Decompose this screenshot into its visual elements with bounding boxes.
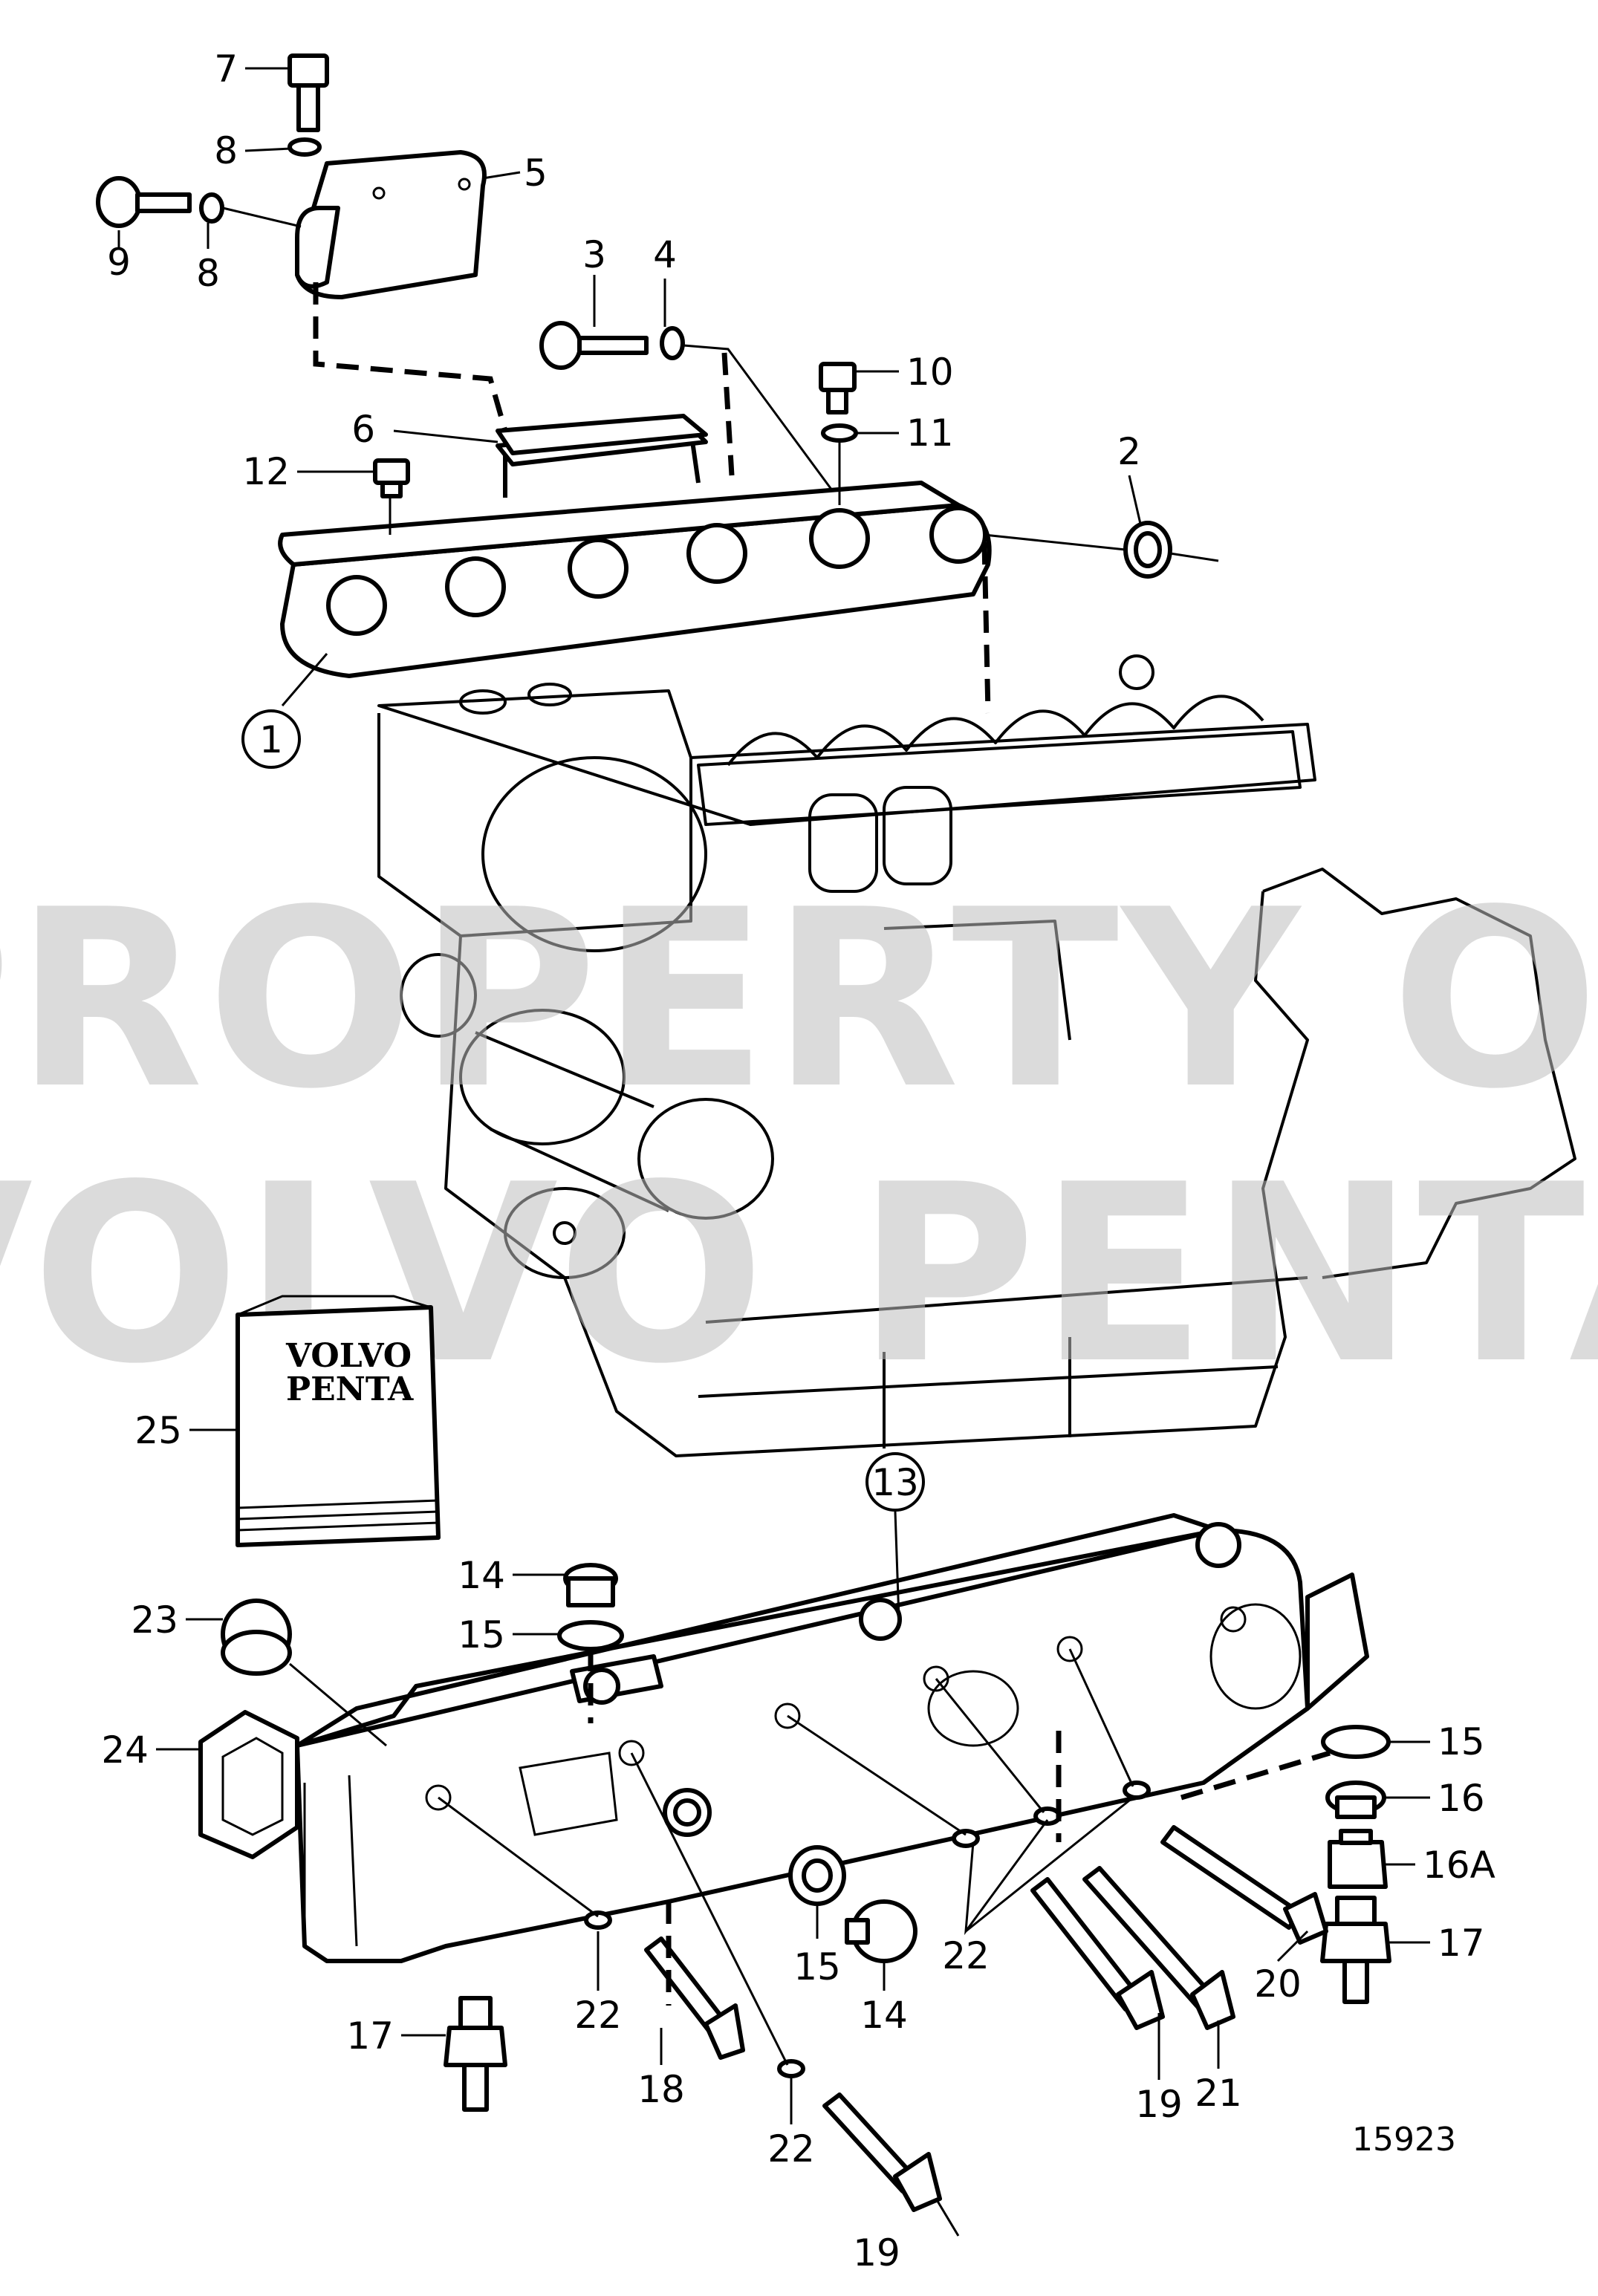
gasket-6 xyxy=(496,414,708,455)
callout-2: 2 xyxy=(1117,430,1141,473)
valve-17-left xyxy=(444,1996,507,2112)
exhaust-manifold-lower xyxy=(295,1513,1369,1963)
washer-8-lower xyxy=(199,192,224,224)
screw-9 xyxy=(96,176,192,228)
lock-washers-22 xyxy=(584,1780,1151,2078)
callout-3: 3 xyxy=(582,233,606,276)
callout-9: 9 xyxy=(107,241,131,284)
gasket-24 xyxy=(198,1710,299,1859)
callout-labels: 1 2 3 4 5 6 7 8 8 9 10 11 12 13 14 14 15… xyxy=(101,48,1495,2274)
manual-brand-line-2: PENTA xyxy=(286,1370,414,1408)
plug-14-top xyxy=(563,1563,618,1607)
callout-18: 18 xyxy=(637,2068,685,2111)
bolt-19-middle xyxy=(1030,1877,1165,2030)
callout-25: 25 xyxy=(134,1409,182,1452)
callout-13-circle xyxy=(865,1452,925,1512)
plug-14-lower xyxy=(845,1899,917,1963)
sealing-ring-23 xyxy=(221,1599,292,1676)
callout-22-left: 22 xyxy=(574,1994,622,2037)
washer-15-top xyxy=(557,1620,624,1651)
callout-19-lower: 19 xyxy=(853,2231,900,2274)
callout-24: 24 xyxy=(101,1728,149,1772)
callout-14-top: 14 xyxy=(458,1554,505,1597)
callout-12: 12 xyxy=(242,450,290,493)
callout-15-lower: 15 xyxy=(793,1945,841,1988)
watermark: PROPERTY OF VOLVO PENTA xyxy=(0,857,1598,1417)
callout-16: 16 xyxy=(1438,1777,1485,1820)
callout-15-right: 15 xyxy=(1438,1720,1485,1763)
drawing-number: 15923 xyxy=(1352,2121,1456,2159)
washer-11 xyxy=(821,423,858,443)
callout-22-middle: 22 xyxy=(942,1934,990,1977)
washer-15-lower xyxy=(788,1845,846,1906)
bolt-20 xyxy=(1160,1825,1328,1945)
callout-17-right: 17 xyxy=(1438,1922,1485,1965)
bolt-21 xyxy=(1082,1866,1235,2030)
assembly-dash-lines xyxy=(313,282,1331,2006)
callout-20: 20 xyxy=(1254,1962,1302,2006)
callout-22-lower: 22 xyxy=(767,2127,815,2170)
washer-15-right xyxy=(1321,1725,1391,1759)
watermark-line-1: PROPERTY OF xyxy=(0,857,1598,1142)
callout-16A: 16A xyxy=(1423,1844,1495,1887)
callout-4: 4 xyxy=(653,233,677,276)
adapter-16A xyxy=(1328,1829,1388,1889)
bolt-18 xyxy=(644,1936,745,2060)
callout-19-middle: 19 xyxy=(1135,2083,1183,2126)
callout-14-lower: 14 xyxy=(860,1994,908,2037)
screw-7 xyxy=(288,53,329,132)
callout-5: 5 xyxy=(524,152,548,195)
o-ring-2 xyxy=(1123,521,1172,579)
callout-1-circle xyxy=(241,709,301,769)
callout-8-upper: 8 xyxy=(214,129,238,172)
leader-lines xyxy=(117,67,1430,2237)
callout-13: 13 xyxy=(871,1461,919,1504)
elbow-5 xyxy=(295,150,487,299)
service-manual-25: VOLVO PENTA xyxy=(236,1295,441,1547)
washer-8-upper xyxy=(288,137,322,157)
callout-17-left: 17 xyxy=(346,2014,394,2058)
callout-8-lower: 8 xyxy=(196,252,220,295)
nipple-16 xyxy=(1325,1780,1386,1819)
callout-21: 21 xyxy=(1195,2072,1242,2115)
callout-23: 23 xyxy=(131,1599,178,1642)
bolt-19-lower xyxy=(822,2092,942,2212)
washer-4 xyxy=(660,326,685,360)
screw-10 xyxy=(819,362,857,414)
callout-1: 1 xyxy=(259,718,283,761)
engine-block-drawing xyxy=(377,654,1576,1457)
valve-17-right xyxy=(1320,1896,1391,2004)
callout-10: 10 xyxy=(906,351,954,394)
callout-7: 7 xyxy=(214,48,238,91)
plug-12 xyxy=(373,458,410,498)
callout-15-top: 15 xyxy=(458,1613,505,1656)
screw-3 xyxy=(539,321,649,370)
callout-6: 6 xyxy=(351,408,375,451)
callout-11: 11 xyxy=(906,412,954,455)
manual-brand-line-1: VOLVO xyxy=(285,1337,412,1375)
